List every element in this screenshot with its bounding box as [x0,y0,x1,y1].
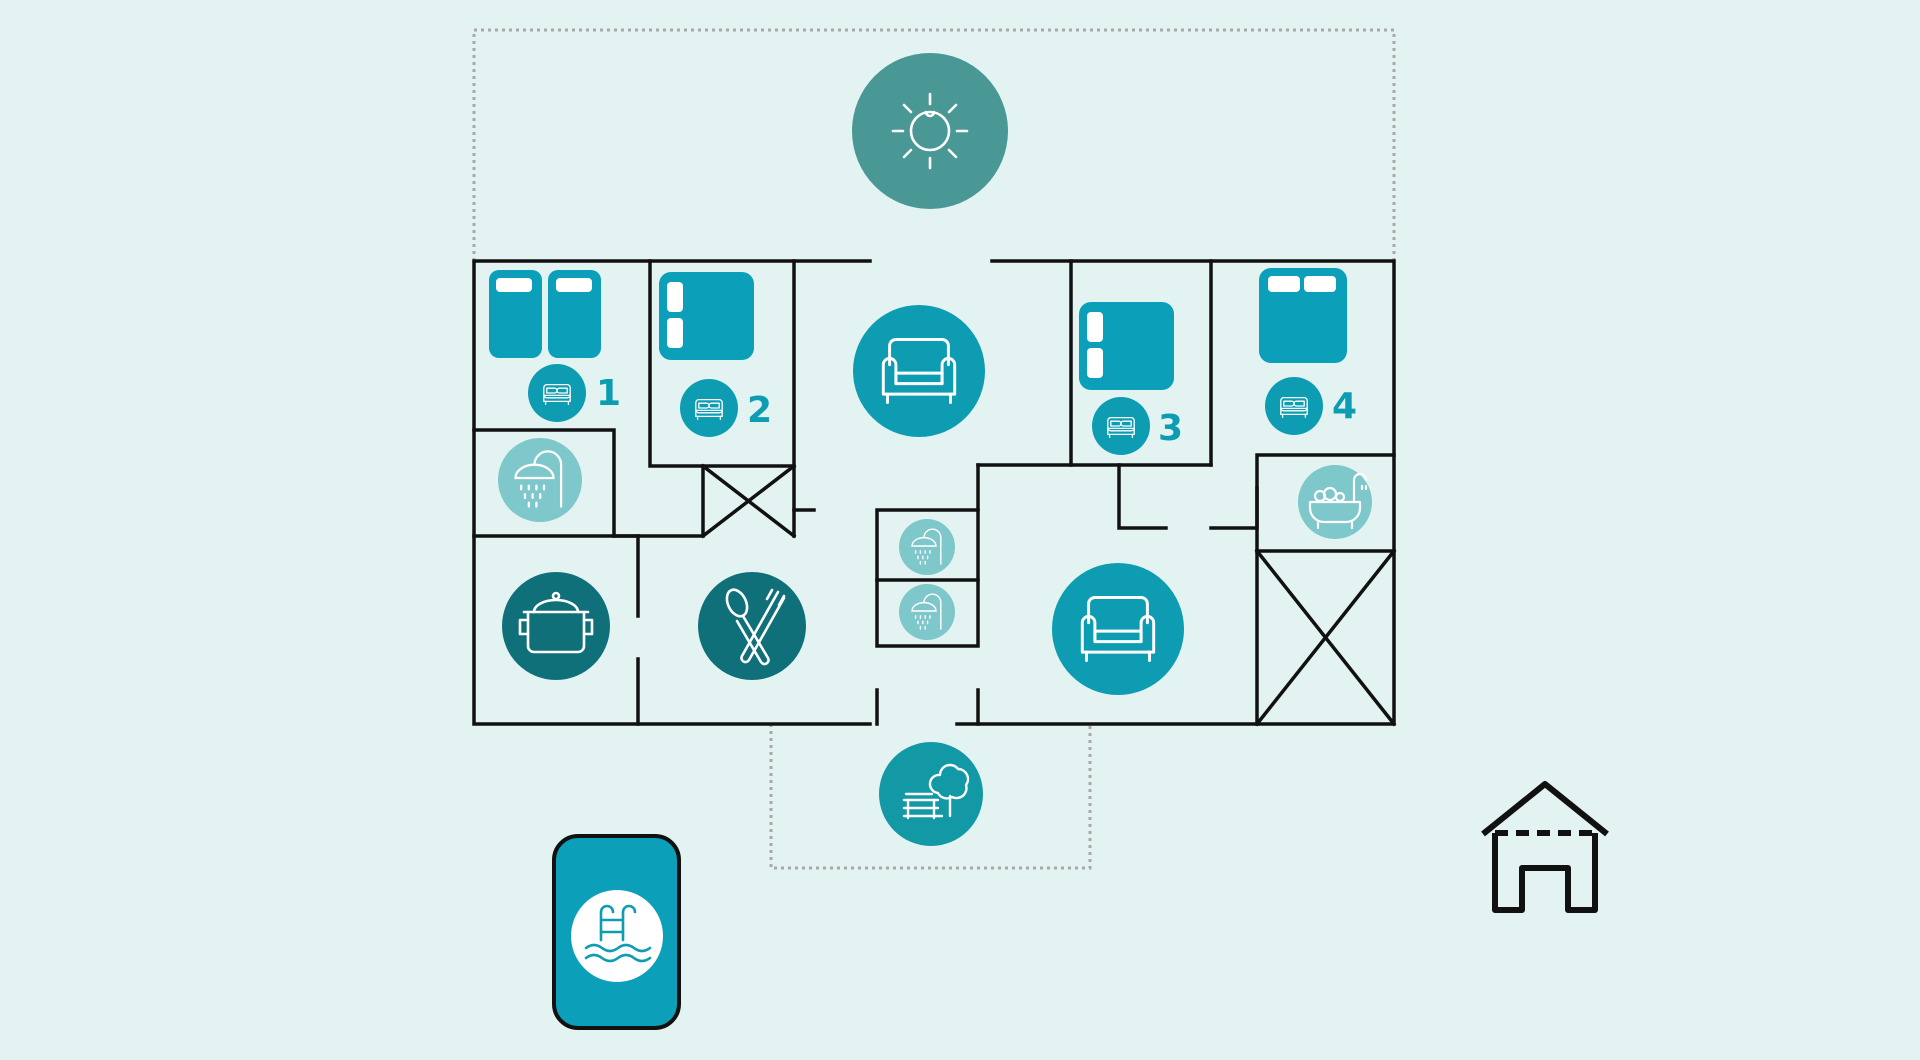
double-bed [659,272,754,360]
bedroom-3-badge [1092,397,1150,455]
kitchen-badge [502,572,610,680]
bedroom-4-number: 4 [1332,386,1357,427]
cooking-pot-icon [518,591,594,654]
garden-tree-icon [902,763,970,820]
bathtub-icon [1308,472,1368,530]
bedroom-1: 1 [489,270,621,422]
double-bed [1259,268,1347,363]
bedroom-2-badge [680,379,738,437]
bathroom-right [1298,465,1372,539]
garden [879,742,983,846]
pool-badge [571,890,663,982]
bedroom-3-number: 3 [1158,408,1183,449]
bedroom-3: 3 [1079,302,1183,455]
sun-icon [891,92,969,170]
bedroom-2-number: 2 [747,390,772,431]
floor-plan-walls [472,259,1397,727]
shower-badge [498,438,582,522]
dining [698,572,806,680]
terrace-badge [852,53,1008,209]
house-outline-icon [1481,781,1609,913]
cutlery-icon [725,588,786,666]
bedroom-1-badge [528,364,586,422]
living-badge [853,305,985,437]
bedroom-4: 4 [1259,268,1357,435]
double-bed [1079,302,1174,390]
twin-beds [489,270,601,358]
dining-badge [698,572,806,680]
living-room-center [853,305,985,437]
bedroom-1-number: 1 [596,373,621,414]
shower-badge [899,519,955,575]
bedroom-2: 2 [659,272,772,437]
garden-boundary [769,724,1092,870]
shower-badge [899,584,955,640]
pool-ladder-icon [584,904,652,963]
living-badge [1052,563,1184,695]
bathroom-left [498,438,582,522]
pool [552,834,681,1030]
kitchen [502,572,610,680]
living-room-right [1052,563,1184,695]
bathroom-center-lower [899,584,955,640]
terrace [852,53,1008,209]
bedroom-4-badge [1265,377,1323,435]
bathroom-center-upper [899,519,955,575]
